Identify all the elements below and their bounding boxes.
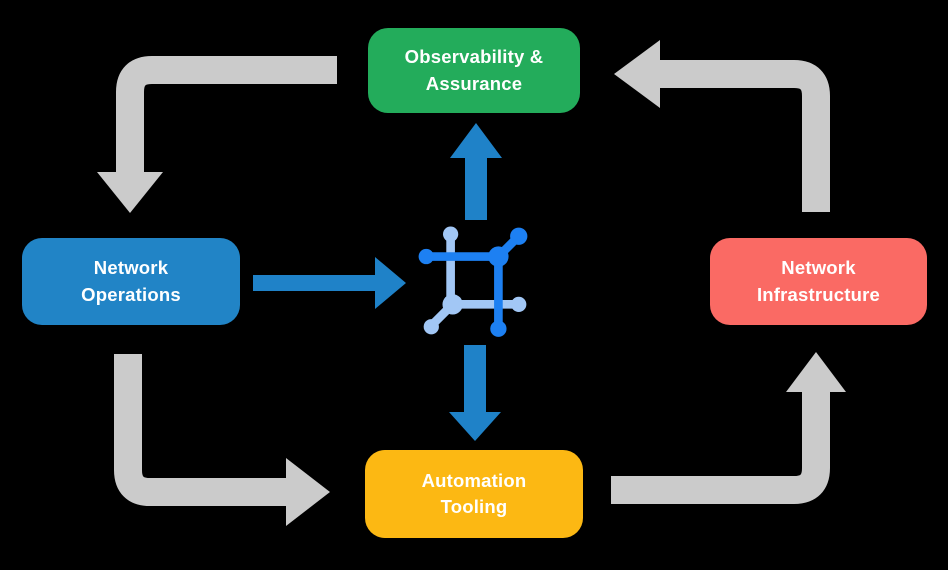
node-operations-label: Network Operations [81,257,181,305]
node-automation-tooling: Automation Tooling [365,450,583,538]
arrow-automation-to-infrastructure [611,352,846,504]
arrow-center-to-observability [450,123,502,220]
node-network-operations: Network Operations [22,238,240,325]
node-infrastructure-label: Network Infrastructure [756,257,881,305]
network-mesh-icon-light-layer [423,226,527,335]
arrow-infrastructure-to-observability [614,40,830,212]
arrow-observability-to-operations [97,56,337,213]
network-mesh-icon [418,226,528,337]
node-automation-label: Automation Tooling [421,469,527,517]
node-network-infrastructure: Network Infrastructure [710,238,927,325]
arrow-operations-to-center [253,257,406,309]
arrow-center-to-automation [449,345,501,441]
network-mesh-icon-dark-layer [418,227,528,337]
node-observability-assurance: Observability & Assurance [368,28,580,113]
arrow-operations-to-automation [114,354,330,526]
node-observability-label: Observability & Assurance [404,46,544,94]
